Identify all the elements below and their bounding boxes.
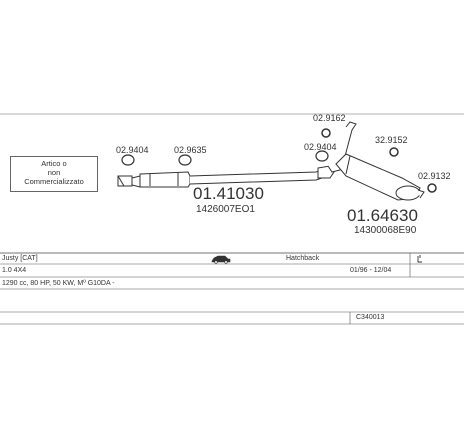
hanger-a-drawing <box>321 128 331 138</box>
hanger-b-label: 32.9152 <box>375 135 408 145</box>
vehicle-engine: 1.0 4X4 <box>2 267 27 274</box>
clamp-a-drawing <box>121 154 135 166</box>
note-line-1: Artico o <box>41 159 67 168</box>
hanger-c-label: 02.9132 <box>418 171 451 181</box>
vehicle-model: Justy [CAT] <box>2 255 38 262</box>
clamp-a-label: 02.9404 <box>116 145 149 155</box>
vehicle-table-grid <box>0 253 464 325</box>
clamp-b-label: 02.9635 <box>174 145 207 155</box>
mid-pipe-drawing <box>117 165 335 188</box>
mid-pipe-label: 01.41030 <box>193 184 264 203</box>
hanger-c-drawing <box>427 183 437 193</box>
hanger-b-drawing <box>389 147 399 157</box>
mid-pipe-oem-label: 1426007EO1 <box>196 204 255 215</box>
vehicle-spec: 1290 cc, 80 HP, 50 KW, Mº G10DA - <box>2 280 115 287</box>
vehicle-code: C340013 <box>356 314 385 321</box>
clamp-b-drawing <box>178 154 192 166</box>
clamp-c-drawing <box>315 150 329 162</box>
hatchback-car-icon <box>211 255 231 264</box>
not-available-note: Artico o non Commercializzato <box>10 156 98 192</box>
vehicle-body: Hatchback <box>286 255 320 262</box>
vehicle-years: 01/96 - 12/04 <box>350 267 392 274</box>
hanger-a-label: 02.9162 <box>313 113 346 123</box>
rear-silencer-label: 01.64630 <box>347 206 418 225</box>
rear-silencer-oem-label: 14300068E90 <box>354 225 417 236</box>
note-line-2: non <box>47 168 61 177</box>
rear-silencer-drawing <box>327 121 425 201</box>
rear-exhaust-icon <box>417 255 422 263</box>
clamp-c-label: 02.9404 <box>304 142 337 152</box>
note-line-3: Commercializzato <box>24 177 84 186</box>
